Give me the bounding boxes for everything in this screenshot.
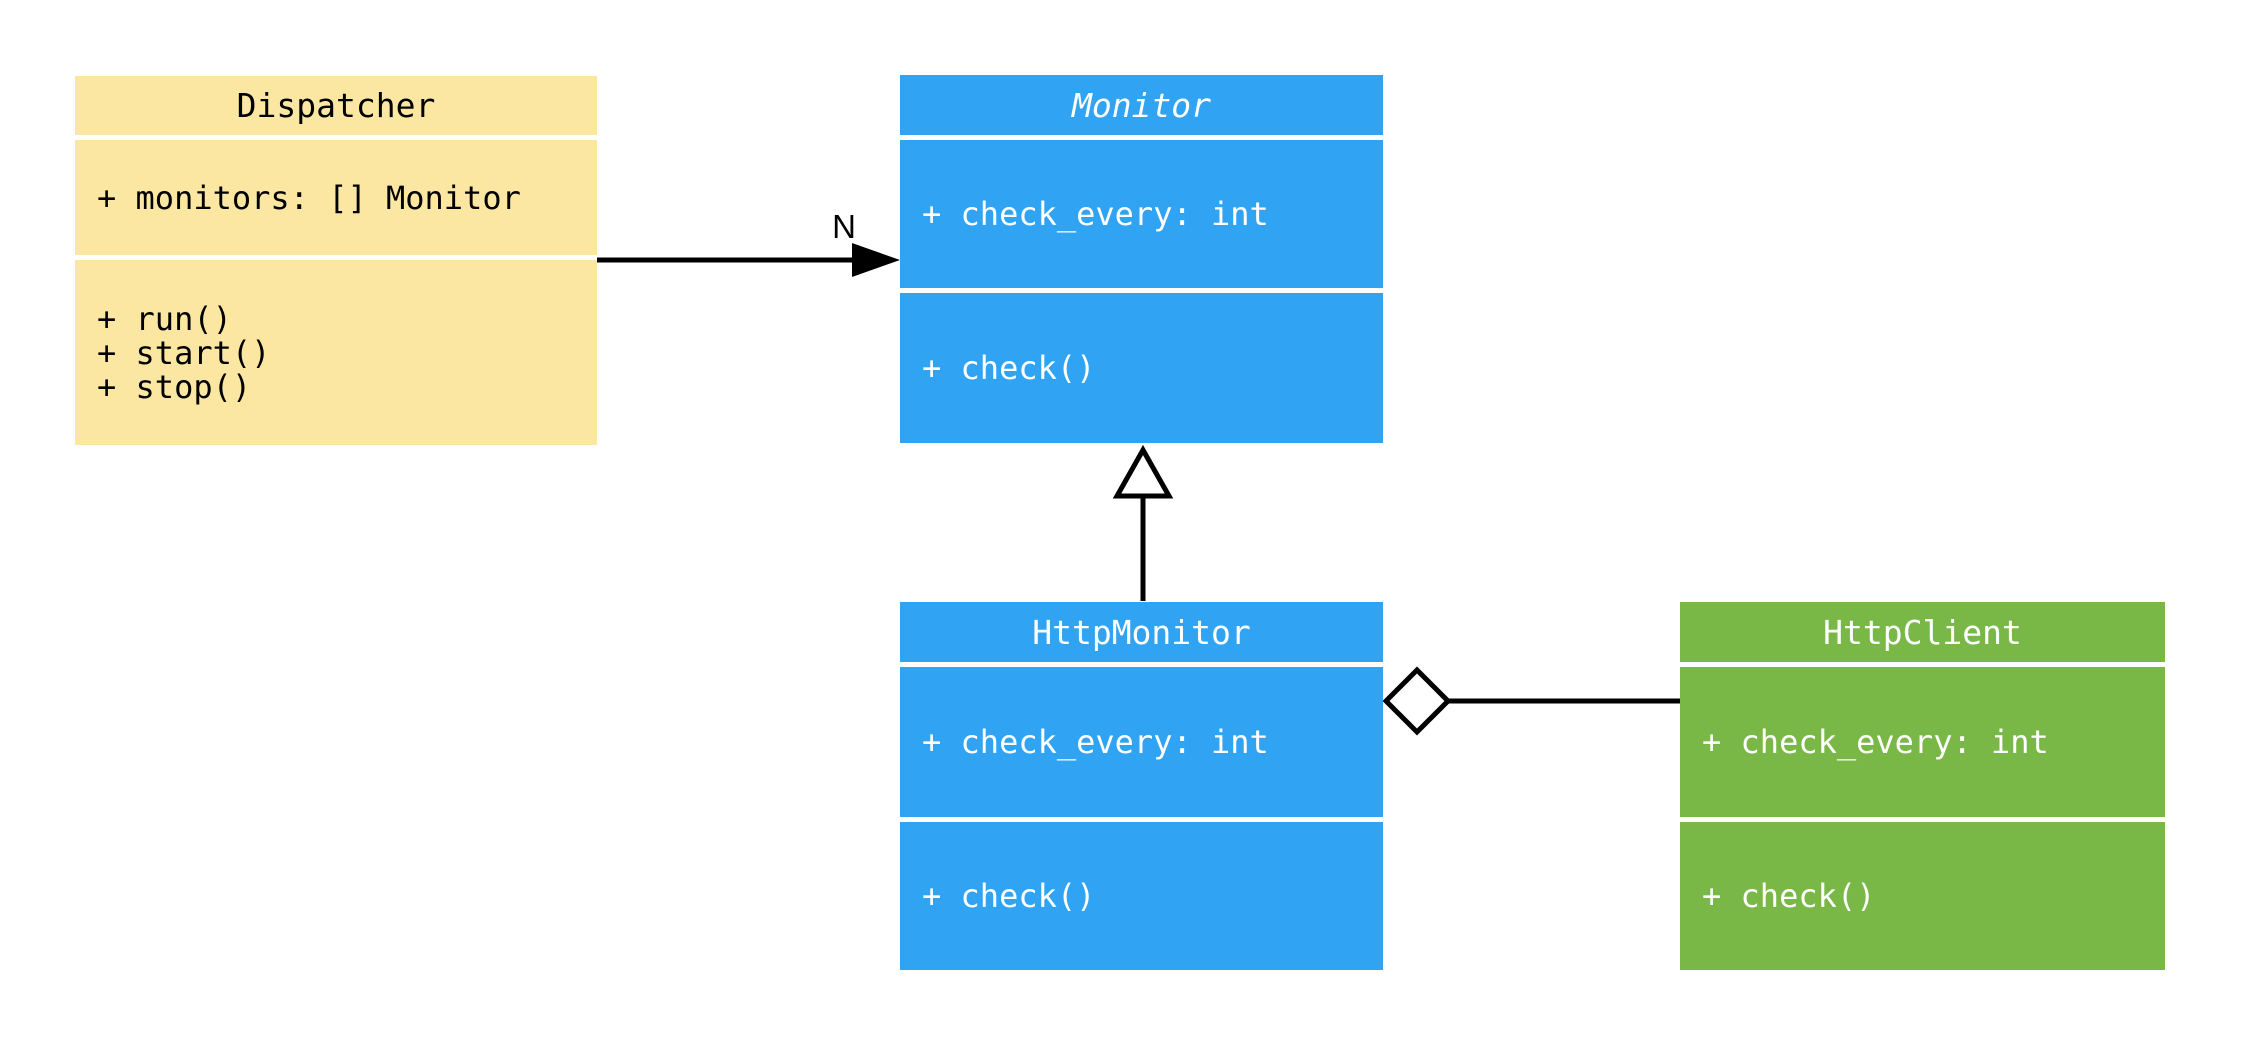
class-method: + run() <box>97 299 232 338</box>
class-title: Dispatcher <box>75 76 597 135</box>
class-box-dispatcher: Dispatcher + monitors: [] Monitor + run(… <box>75 76 597 445</box>
class-method: + check() <box>922 349 1096 387</box>
class-methods: + run() + start() + stop() <box>75 260 597 445</box>
aggregation-diamond-icon <box>1382 666 1452 736</box>
class-methods: + check() <box>900 822 1383 970</box>
class-attributes: + check_every: int <box>1680 667 2165 817</box>
class-title: Monitor <box>900 75 1383 135</box>
class-methods: + check() <box>900 293 1383 443</box>
class-method: + check() <box>1702 877 1876 915</box>
class-method: + check() <box>922 877 1096 915</box>
class-title: HttpClient <box>1680 602 2165 662</box>
class-attributes: + check_every: int <box>900 140 1383 288</box>
multiplicity-label: N <box>832 208 856 245</box>
class-box-httpmonitor: HttpMonitor + check_every: int + check() <box>900 602 1383 970</box>
class-box-httpclient: HttpClient + check_every: int + check() <box>1680 602 2165 970</box>
class-method: + stop() <box>97 367 252 406</box>
class-title: HttpMonitor <box>900 602 1383 662</box>
class-attribute: + check_every: int <box>922 723 1269 761</box>
class-box-monitor: Monitor + check_every: int + check() <box>900 75 1383 443</box>
class-method: + start() <box>97 333 271 372</box>
association-arrowhead-icon <box>852 243 900 277</box>
inheritance-triangle-icon <box>1112 444 1174 499</box>
class-attributes: + check_every: int <box>900 667 1383 817</box>
class-attribute: + monitors: [] Monitor <box>97 178 521 217</box>
class-attribute: + check_every: int <box>1702 723 2049 761</box>
class-methods: + check() <box>1680 822 2165 970</box>
class-attributes: + monitors: [] Monitor <box>75 140 597 255</box>
class-attribute: + check_every: int <box>922 195 1269 233</box>
